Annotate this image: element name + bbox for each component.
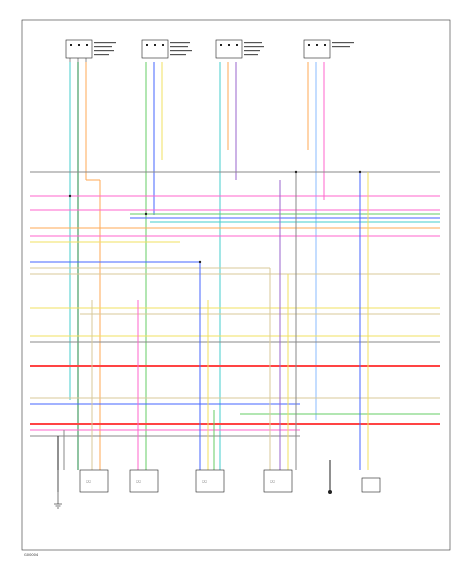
top-connector-1 xyxy=(65,39,116,62)
horizontal-wires xyxy=(30,171,440,437)
top-connector-2 xyxy=(141,39,192,59)
splices xyxy=(68,170,362,494)
diagram-frame xyxy=(21,19,451,551)
splice-dot xyxy=(294,170,298,174)
vertical-wires-top xyxy=(69,62,325,470)
svg-text:□□: □□ xyxy=(202,480,207,483)
svg-text:□□: □□ xyxy=(136,480,141,483)
splice-dot xyxy=(198,260,202,264)
splice-dot xyxy=(328,490,332,494)
vertical-wires-mid xyxy=(57,172,369,492)
bottom-connector-1: □□ xyxy=(79,469,109,493)
bottom-connector-5 xyxy=(361,477,381,493)
ground-icon xyxy=(54,492,62,509)
diagram-code: G00004 xyxy=(24,553,39,557)
bottom-connector-2: □□ xyxy=(129,469,159,493)
top-connector-3 xyxy=(215,39,264,59)
bottom-connector-3: □□ xyxy=(195,469,225,493)
svg-text:□□: □□ xyxy=(86,480,91,483)
splice-dot xyxy=(144,212,148,216)
splice-dot xyxy=(68,194,72,198)
splice-dot xyxy=(358,170,362,174)
bottom-connector-4: □□ xyxy=(263,469,293,493)
top-connector-4 xyxy=(303,39,354,59)
svg-text:□□: □□ xyxy=(270,480,275,483)
